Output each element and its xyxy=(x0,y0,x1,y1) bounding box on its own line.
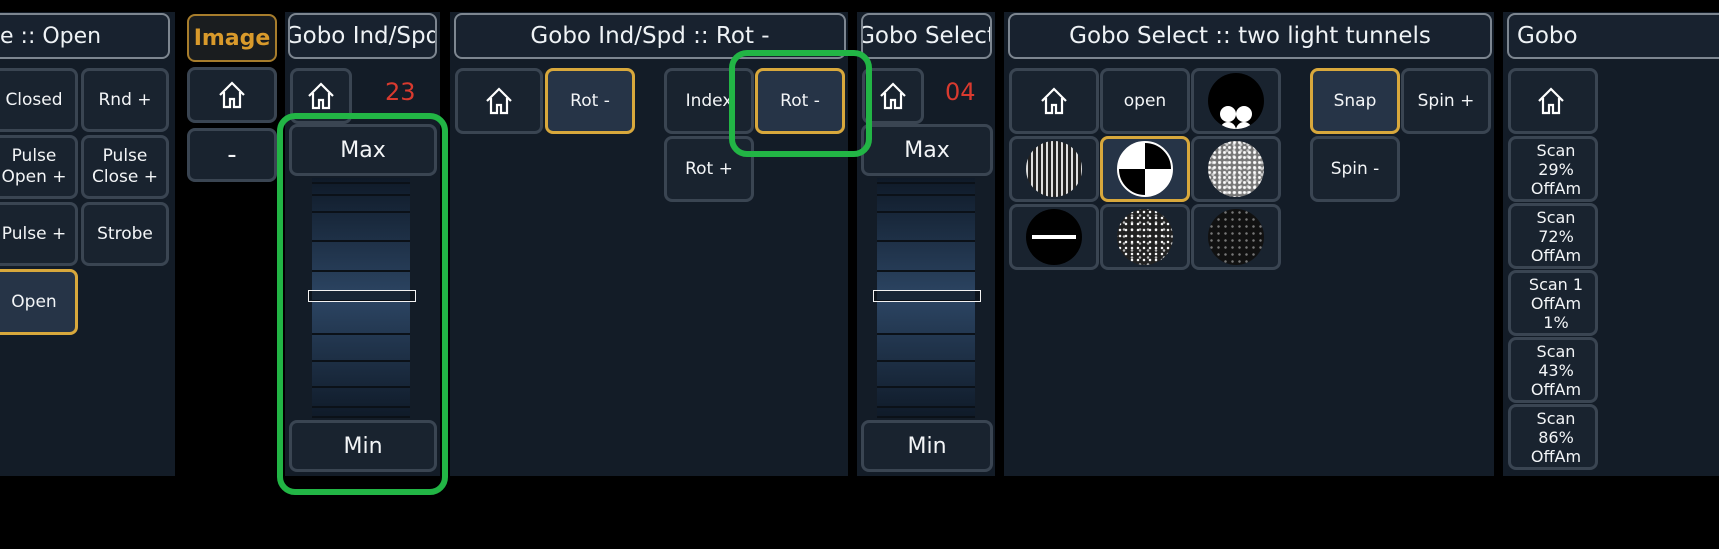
sparkle-gobo-icon xyxy=(1117,209,1173,265)
shutter-header[interactable]: e :: Open xyxy=(0,13,170,59)
rot-minus-button-2[interactable]: Rot - xyxy=(755,68,845,134)
gobo-select-panel: Gobo Select :: two light tunnels open Sn… xyxy=(1004,12,1494,476)
gobo-line-button[interactable] xyxy=(1009,204,1099,270)
rot-minus-button-1[interactable]: Rot - xyxy=(545,68,635,134)
image-minus-button[interactable]: - xyxy=(187,128,277,182)
rnd-plus-button[interactable]: Rnd + xyxy=(81,68,169,132)
pulse-plus-button[interactable]: Pulse + xyxy=(0,202,78,266)
spin-minus-button[interactable]: Spin - xyxy=(1310,136,1400,202)
closed-button[interactable]: Closed xyxy=(0,68,78,132)
image-home-button[interactable] xyxy=(187,67,277,123)
gobo-select-fader-header[interactable]: Gobo Select xyxy=(861,13,992,59)
gobo-select-fader-panel: Gobo Select 04 Max Min xyxy=(857,12,995,476)
home-icon xyxy=(308,82,334,110)
gobo-select-header-label: Gobo Select :: two light tunnels xyxy=(1069,23,1431,49)
dim-dots-gobo-icon xyxy=(1208,209,1264,265)
scan-button-3[interactable]: Scan 1 OffAm 1% xyxy=(1508,270,1598,336)
gobo-ind-spd-min-button[interactable]: Min xyxy=(289,420,437,472)
gobo-four-dots-button[interactable] xyxy=(1191,68,1281,134)
gobo-ind-spd-max-button[interactable]: Max xyxy=(289,124,437,176)
gobo-select-fader-knob[interactable] xyxy=(873,290,981,304)
texture-gobo-icon xyxy=(1208,141,1264,197)
gobo-ind-spd-fader-header-label: Gobo Ind/Spd xyxy=(288,23,437,49)
rot-panel-home-button[interactable] xyxy=(455,68,543,134)
gobo-ind-spd-rot-header-label: Gobo Ind/Spd :: Rot - xyxy=(530,23,770,49)
gobo-ind-spd-fader-knob[interactable] xyxy=(308,290,416,304)
image-tab-label: Image xyxy=(193,25,271,51)
gobo-texture-button[interactable] xyxy=(1191,136,1281,202)
gobo-select-value: 04 xyxy=(945,78,976,106)
gobo-ind-spd-rot-panel: Gobo Ind/Spd :: Rot - Rot - Index Rot - … xyxy=(450,12,848,476)
gobo-ind-spd-fader-header[interactable]: Gobo Ind/Spd xyxy=(288,13,437,59)
gobo-open-button[interactable]: open xyxy=(1100,68,1190,134)
pulse-close-plus-button[interactable]: Pulse Close + xyxy=(81,135,169,199)
gobo-select-fader-header-label: Gobo Select xyxy=(861,23,992,49)
home-icon xyxy=(1041,87,1067,115)
scan-button-4[interactable]: Scan 43% OffAm xyxy=(1508,337,1598,403)
gobo-sparkle-button[interactable] xyxy=(1100,204,1190,270)
right-panel-header-label: Gobo xyxy=(1517,23,1578,49)
right-home-button[interactable] xyxy=(1508,68,1598,134)
right-panel-header[interactable]: Gobo xyxy=(1507,13,1719,59)
checker-quadrant-gobo-icon xyxy=(1117,141,1173,197)
home-icon xyxy=(219,81,245,109)
right-panel: Gobo Scan 29% OffAm Scan 72% OffAm Scan … xyxy=(1503,12,1719,476)
rot-plus-button[interactable]: Rot + xyxy=(664,136,754,202)
gobo-ind-spd-rot-header[interactable]: Gobo Ind/Spd :: Rot - xyxy=(454,13,846,59)
scan-button-5[interactable]: Scan 86% OffAm xyxy=(1508,404,1598,470)
gobo-select-min-button[interactable]: Min xyxy=(861,420,993,472)
shutter-panel: e :: Open Closed Rnd + Pulse Open + Puls… xyxy=(0,12,175,476)
gobo-ind-spd-home-button[interactable] xyxy=(290,68,352,124)
spin-plus-button[interactable]: Spin + xyxy=(1401,68,1491,134)
open-button[interactable]: Open xyxy=(0,269,78,335)
horizontal-line-gobo-icon xyxy=(1026,209,1082,265)
shutter-header-label: e :: Open xyxy=(0,23,102,49)
image-tab[interactable]: Image xyxy=(187,14,277,62)
gobo-home-button[interactable] xyxy=(1009,68,1099,134)
gobo-ind-spd-fader-panel: Gobo Ind/Spd 23 Max Min xyxy=(285,12,440,476)
vertical-lines-gobo-icon xyxy=(1026,141,1082,197)
home-icon xyxy=(486,87,512,115)
gobo-lines-button[interactable] xyxy=(1009,136,1099,202)
snap-button[interactable]: Snap xyxy=(1310,68,1400,134)
gobo-select-home-button[interactable] xyxy=(862,68,924,124)
gobo-select-max-button[interactable]: Max xyxy=(861,124,993,176)
gobo-select-header[interactable]: Gobo Select :: two light tunnels xyxy=(1008,13,1492,59)
gobo-checker-button[interactable] xyxy=(1100,136,1190,202)
gobo-dim-dots-button[interactable] xyxy=(1191,204,1281,270)
home-icon xyxy=(1538,87,1564,115)
pulse-open-plus-button[interactable]: Pulse Open + xyxy=(0,135,78,199)
four-dots-gobo-icon xyxy=(1208,73,1264,129)
scan-button-1[interactable]: Scan 29% OffAm xyxy=(1508,136,1598,202)
index-button[interactable]: Index xyxy=(664,68,754,134)
strobe-button[interactable]: Strobe xyxy=(81,202,169,266)
scan-button-2[interactable]: Scan 72% OffAm xyxy=(1508,203,1598,269)
gobo-ind-spd-value: 23 xyxy=(385,78,416,106)
home-icon xyxy=(880,82,906,110)
